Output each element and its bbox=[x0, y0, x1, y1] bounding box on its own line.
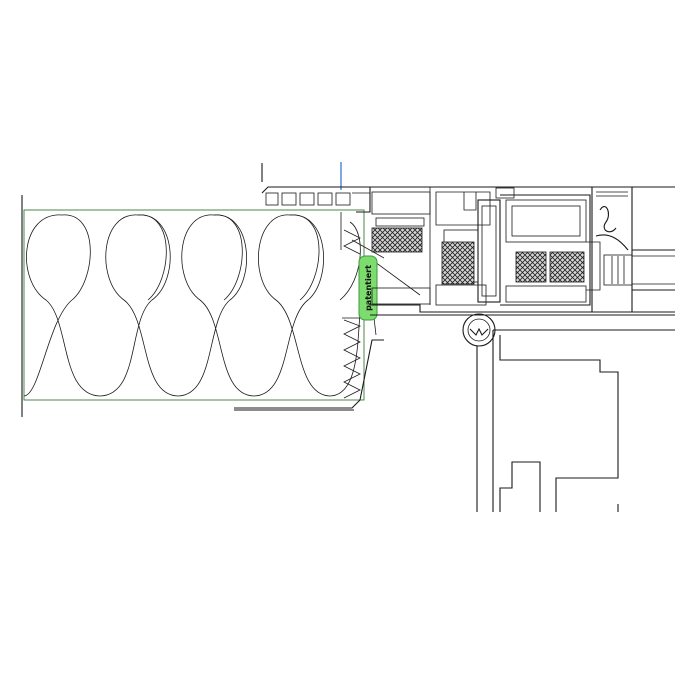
insulation-panel bbox=[21, 195, 365, 417]
patent-badge-label: patentiert bbox=[364, 265, 373, 311]
reference-markers bbox=[261, 162, 342, 190]
bracket-profile bbox=[234, 186, 421, 411]
sash-profile bbox=[477, 187, 601, 306]
thermal-gaskets bbox=[371, 227, 585, 285]
hinge-pin bbox=[462, 313, 496, 347]
glazing-bead bbox=[591, 187, 675, 312]
lower-reveal-profile bbox=[476, 329, 675, 512]
